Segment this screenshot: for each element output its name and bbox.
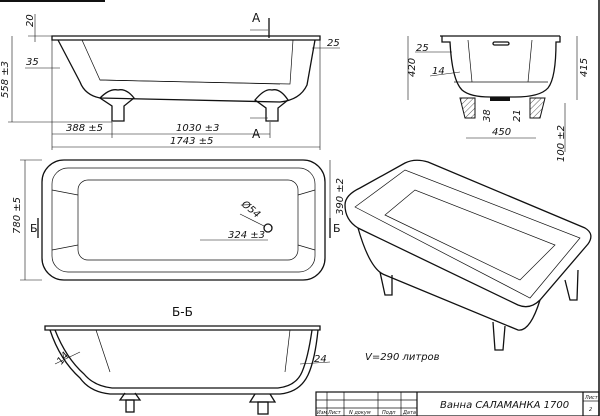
sheet-label: Лист [584,395,599,401]
sheet-number: 2 [589,407,592,413]
dim-width: 780 ±5 [12,197,23,234]
dim-drain-diameter: Ø54 [238,198,262,221]
dim-21: 21 [512,109,523,122]
dim-end-height-left: 420 [407,58,418,77]
dim-wall-right: 25 [327,38,340,49]
dim-leg-span: 1030 ±3 [176,123,219,134]
plan-view: 780 ±5 Ø54 324 ±3 390 ±2 Б Б [12,159,346,281]
dim-drain-offset: 324 ±3 [228,230,265,241]
perspective-view [344,159,592,351]
volume-note: V=290 литров [365,352,440,363]
col-data: Дата [402,410,416,416]
section-mark-a-bottom: А [252,127,261,141]
dim-height: 558 ±3 [0,61,11,98]
col-n-dokum: N докум [349,410,371,416]
dim-rim-thickness: 20 [25,14,36,27]
section-view: Б-Б 14 24 [44,305,331,415]
dim-drain-y: 390 ±2 [335,178,346,215]
col-izm: Изм [317,410,327,416]
dim-length: 1743 ±5 [170,136,213,147]
side-view: 20 558 ±3 35 25 А А 388 ±5 1030 ±3 1743 … [0,11,340,150]
section-mark-b-right: Б [333,222,341,235]
drawing-title: Ванна САЛАМАНКА 1700 [440,400,569,411]
dim-wall-left: 35 [26,57,39,68]
col-podp: Подп [382,410,396,416]
dim-38: 38 [482,109,493,122]
dim-end-wall: 14 [432,66,445,77]
dim-section-wall-left: 14 [55,350,72,367]
dim-section-wall-right: 24 [314,354,327,365]
section-mark-a-top: А [252,11,261,25]
dim-leg-offset: 388 ±5 [66,123,103,134]
title-block: Изм Лист N докум Подп Дата Ванна САЛАМАН… [315,391,600,416]
dim-leg-height: 100 ±2 [556,125,567,162]
dim-end-rim: 25 [416,43,429,54]
dim-end-leg-span: 450 [492,127,511,138]
col-list: Лист [327,410,342,416]
section-mark-b-left: Б [30,222,38,235]
dim-end-height-right: 415 [579,58,590,77]
section-title: Б-Б [172,305,193,319]
end-view: 420 415 25 14 38 21 450 100 ±2 [407,35,590,162]
